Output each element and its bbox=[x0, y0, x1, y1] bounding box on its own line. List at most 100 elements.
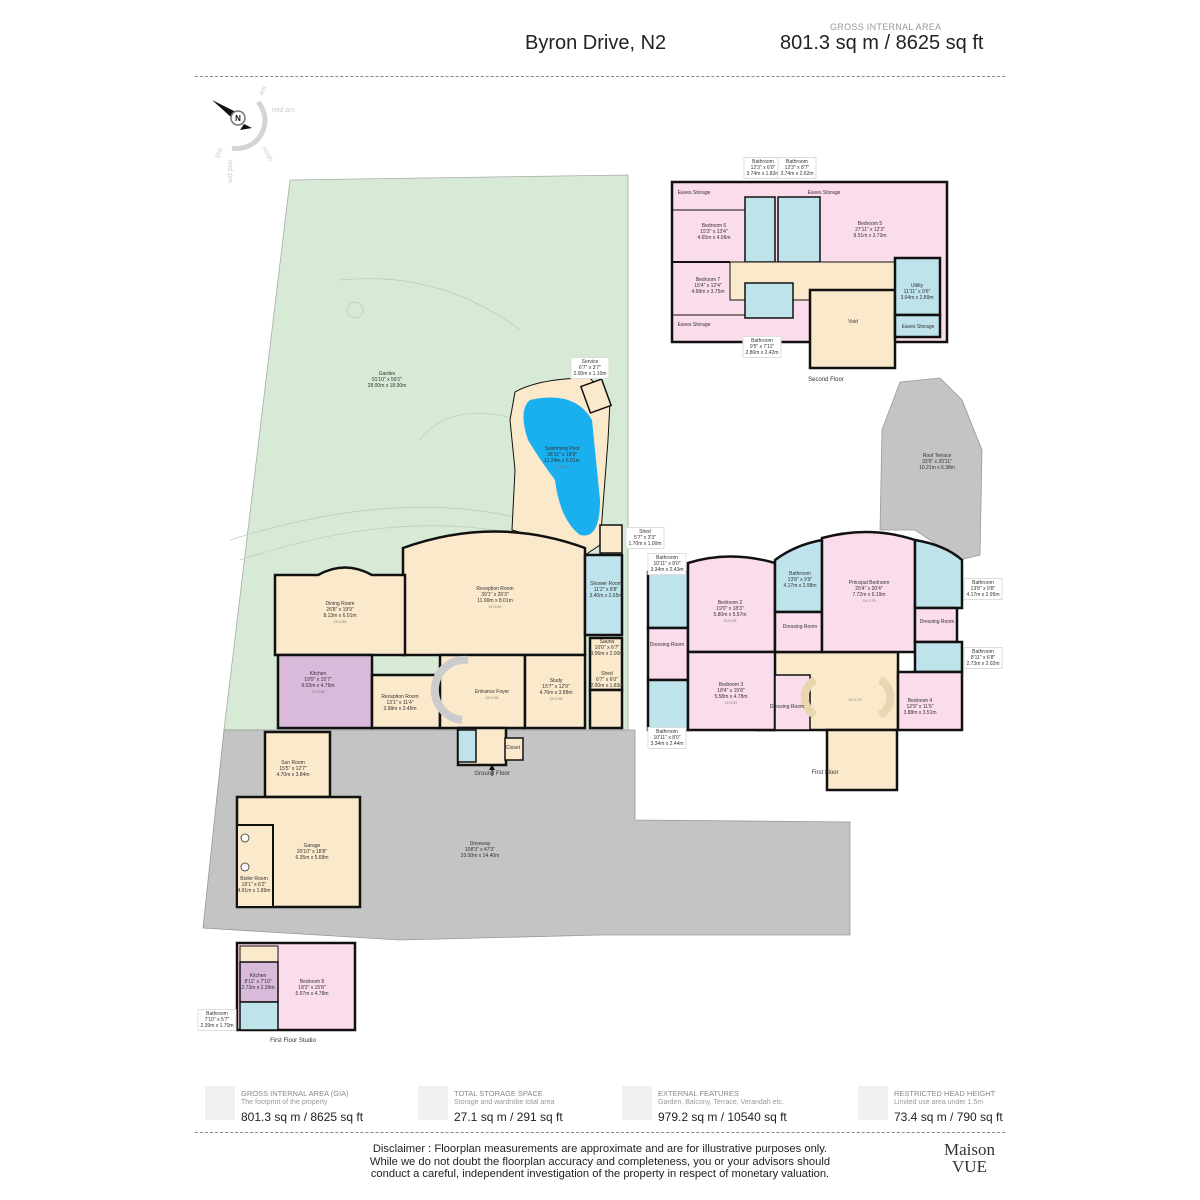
room-name: Bedroom 3 bbox=[718, 682, 744, 688]
room-name: Swimming Pool bbox=[544, 446, 580, 452]
stat-subtitle: Limited use area under 1.5m bbox=[894, 1099, 984, 1106]
room-imperial: 39'1" x 26'3" bbox=[481, 592, 509, 598]
room-label-eaves-storage: Eaves Storage bbox=[678, 190, 711, 196]
room-name: Dressing Room bbox=[782, 624, 818, 630]
room-imperial: 16'1" x 6'2" bbox=[241, 882, 267, 888]
room-imperial: 108'3" x 47'3" bbox=[464, 847, 496, 853]
room-imperial: 19'9" x 15'7" bbox=[304, 677, 332, 683]
ground-floor-plan bbox=[235, 377, 624, 909]
room-name: Principal Bedroom bbox=[848, 580, 890, 586]
room-metric: 33.00m x 14.40m bbox=[460, 853, 500, 859]
property-title: Byron Drive, N2 bbox=[525, 32, 667, 54]
stat-value: 801.3 sq m / 8625 sq ft bbox=[241, 1110, 364, 1124]
room-name: Service bbox=[581, 359, 599, 365]
room-name: Reception Room bbox=[381, 694, 419, 700]
room-metric: 2.73m x 2.02m bbox=[966, 661, 1000, 667]
room-metric: 4.91m x 1.89m bbox=[237, 888, 271, 894]
room-label-dressing-room: Dressing Room bbox=[783, 624, 817, 630]
room-imperial: 5'7" x 3'3" bbox=[634, 535, 656, 541]
room-name: Kitchen bbox=[249, 973, 267, 979]
person-height-icon bbox=[858, 1086, 888, 1120]
swimming-pool bbox=[523, 397, 600, 536]
room-imperial: 12'3" x 6'0" bbox=[750, 165, 776, 171]
compass-icon: N am mid am noon mid pm pm bbox=[212, 85, 295, 183]
logo-line: Maison bbox=[944, 1140, 995, 1159]
room-name: Boiler Room bbox=[240, 876, 268, 882]
svg-text:N: N bbox=[235, 114, 241, 123]
room-name: Void bbox=[848, 319, 858, 325]
room-name: Shed bbox=[601, 671, 613, 677]
room-imperial: 8'11" x 7'10" bbox=[244, 979, 272, 985]
room-label-eaves-storage: Eaves Storage bbox=[678, 322, 711, 328]
room-imperial: 15'5" x 12'7" bbox=[279, 766, 307, 772]
room-ch: CH 2.93 bbox=[723, 619, 737, 623]
shed-small bbox=[599, 524, 623, 554]
room-label-dressing-room: Dressing Room bbox=[770, 704, 804, 710]
stat-title: EXTERNAL FEATURES bbox=[658, 1089, 739, 1098]
stat-subtitle: Garden, Balcony, Terrace, Verandah etc. bbox=[658, 1099, 784, 1106]
room-imperial: 11'11" x 9'6" bbox=[903, 289, 931, 295]
stat-external: EXTERNAL FEATURES Garden, Balcony, Terra… bbox=[622, 1086, 822, 1126]
svg-text:pm: pm bbox=[214, 147, 225, 159]
room-name: Eaves Storage bbox=[807, 190, 841, 196]
room-metric: 2.39m x 1.70m bbox=[200, 1023, 234, 1029]
room-metric: 3.74m x 2.62m bbox=[780, 171, 814, 177]
room-name: Bathroom bbox=[972, 580, 994, 586]
entrance-arrow-icon bbox=[489, 764, 495, 776]
shed bbox=[588, 688, 624, 730]
stat-value: 979.2 sq m / 10540 sq ft bbox=[658, 1110, 787, 1124]
room-imperial: 13'1" x 11'4" bbox=[386, 700, 414, 706]
stat-value: 73.4 sq m / 790 sq ft bbox=[894, 1110, 1003, 1124]
room-name: Garage bbox=[303, 843, 321, 849]
room-name: Sauna bbox=[599, 639, 615, 645]
wc bbox=[457, 729, 477, 763]
room-imperial: 10'11" x 8'0" bbox=[653, 561, 681, 567]
room-ch: CH 2.65 bbox=[311, 690, 325, 694]
room-metric: 5.57m x 4.78m bbox=[295, 991, 329, 997]
room-imperial: 27'11" x 12'3" bbox=[855, 227, 885, 233]
room-name: Entrance Foyer bbox=[474, 689, 510, 695]
room-metric: 2.73m x 2.39m bbox=[241, 985, 275, 991]
maison-vue-logo: Maison VUE bbox=[944, 1141, 995, 1175]
room-label-void: Void bbox=[848, 319, 858, 325]
floor-label-studio: First Floor Studio bbox=[270, 1038, 316, 1044]
room-ch: CH 2.90 bbox=[488, 605, 502, 609]
room-imperial: 18'4" x 15'8" bbox=[717, 688, 745, 694]
room-label-hall: CH 2.79 bbox=[849, 697, 862, 703]
svg-text:mid pm: mid pm bbox=[226, 160, 233, 183]
room-name: Bedroom 6 bbox=[701, 223, 727, 229]
room-metric: 6.02m x 4.76m bbox=[301, 683, 335, 689]
floor-label-first: First Floor bbox=[811, 770, 839, 776]
room-name: Bathroom bbox=[206, 1011, 228, 1017]
stat-storage: TOTAL STORAGE SPACE Storage and wardrobe… bbox=[418, 1086, 618, 1126]
room-imperial: 15'4" x 12'4" bbox=[694, 283, 722, 289]
room-imperial: 15'7" x 12'9" bbox=[542, 684, 570, 690]
room-metric: 4.68m x 3.75m bbox=[691, 289, 725, 295]
room-metric: 1.70m x 1.00m bbox=[628, 541, 662, 547]
room-imperial: 11'2" x 8'8" bbox=[593, 587, 619, 593]
room-imperial: 25'4" x 20'4" bbox=[855, 586, 883, 592]
floor-label-ground: Ground Floor bbox=[474, 771, 510, 777]
closet bbox=[504, 737, 524, 761]
room-name: Kitchen bbox=[309, 671, 327, 677]
room-metric: 4.17m x 2.98m bbox=[783, 583, 817, 589]
